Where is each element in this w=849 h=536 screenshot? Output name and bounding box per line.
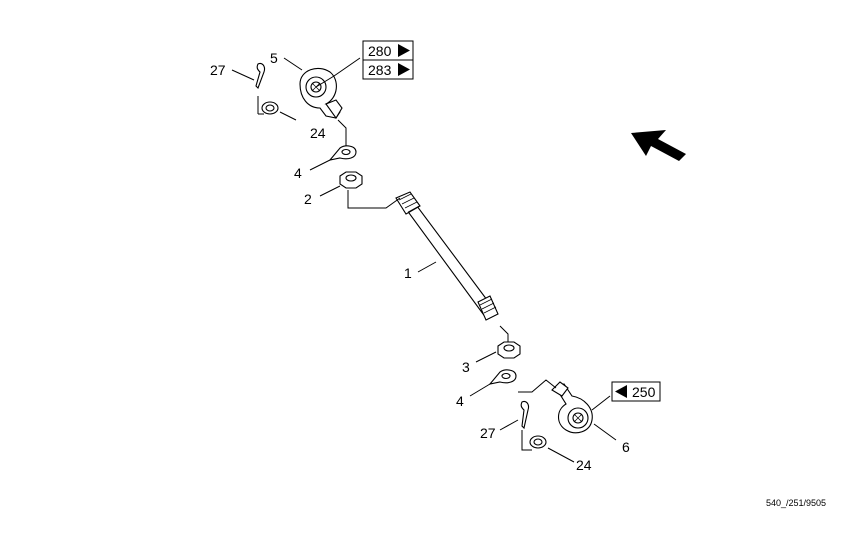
triangle-left-icon xyxy=(615,385,627,398)
callout-3: 3 xyxy=(462,359,470,375)
nut-top xyxy=(339,171,363,189)
callout-6: 6 xyxy=(622,439,630,455)
rod-end-top xyxy=(299,67,343,120)
callout-4-top: 4 xyxy=(294,165,302,181)
split-pin-top xyxy=(255,62,266,89)
triangle-right-icon xyxy=(398,44,410,57)
callout-24-top: 24 xyxy=(310,125,326,141)
leader-lines xyxy=(231,57,617,463)
callout-27-top: 27 xyxy=(210,62,226,78)
split-pin-bottom xyxy=(520,400,530,430)
page-ref-283-label: 283 xyxy=(368,62,392,78)
page-ref-250[interactable]: 250 xyxy=(611,381,661,402)
triangle-right-icon xyxy=(398,63,410,76)
threaded-rod xyxy=(395,191,499,321)
page-ref-283[interactable]: 283 xyxy=(362,59,414,80)
nut-bottom xyxy=(497,341,521,359)
callout-2: 2 xyxy=(304,191,312,207)
washer-top xyxy=(261,101,279,115)
lock-tab-bottom xyxy=(488,369,517,385)
callout-1: 1 xyxy=(404,265,412,281)
washer-bottom xyxy=(529,435,547,449)
page-ref-250-label: 250 xyxy=(632,384,656,400)
callout-24-bottom: 24 xyxy=(576,457,592,473)
drawing-code: 540_/251/9505 xyxy=(766,498,826,508)
direction-arrow-icon xyxy=(631,130,686,161)
page-ref-280-label: 280 xyxy=(368,43,392,59)
page-ref-280[interactable]: 280 xyxy=(362,40,414,61)
lock-tab-top xyxy=(328,145,357,161)
callout-27-bottom: 27 xyxy=(480,425,496,441)
callout-4-bottom: 4 xyxy=(456,393,464,409)
rod-end-bottom xyxy=(551,381,593,434)
callout-5: 5 xyxy=(270,50,278,66)
